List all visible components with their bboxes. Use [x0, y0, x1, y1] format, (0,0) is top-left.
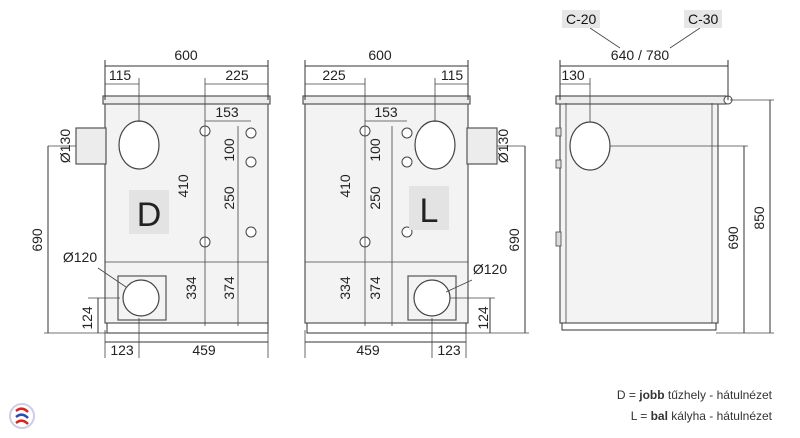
right-rear-view: L 600 225 115 153 100 410 250 334 374 69…	[302, 47, 529, 358]
left-flue-opening	[118, 120, 160, 170]
right-123-label: 123	[437, 342, 461, 358]
left-inlet-opening	[122, 279, 160, 317]
left-225-label: 225	[225, 67, 249, 83]
right-width-label: 600	[368, 47, 392, 63]
left-top-plate	[102, 95, 271, 105]
side-view: 640 / 780 130 690 850	[555, 27, 774, 334]
model-c20-label: C-20	[562, 10, 601, 28]
model-c30-label: C-30	[684, 10, 723, 28]
right-side-flue	[466, 127, 498, 165]
left-124-label: 124	[79, 306, 95, 330]
left-pipe-4	[245, 226, 257, 238]
left-123-label: 123	[110, 342, 134, 358]
right-124-label: 124	[475, 306, 491, 330]
left-130-label: Ø130	[57, 129, 73, 163]
legend-1-rest: tűzhely - hátulnézet	[664, 388, 772, 402]
right-115-label: 115	[441, 67, 464, 83]
left-letter-box	[129, 190, 169, 234]
side-130-label: 130	[561, 67, 585, 83]
right-690-label: 690	[506, 228, 522, 252]
right-459-label: 459	[356, 342, 380, 358]
side-top-plate	[555, 95, 727, 105]
right-374-label: 374	[367, 276, 383, 300]
left-250-label: 250	[221, 186, 237, 210]
right-flue-opening	[414, 120, 456, 170]
left-view-letter: D	[137, 196, 162, 234]
brand-logo-icon	[9, 403, 35, 429]
left-374-label: 374	[221, 276, 237, 300]
left-base	[106, 323, 269, 334]
side-base	[561, 323, 717, 331]
left-115-label: 115	[109, 67, 132, 83]
left-pipe-2	[245, 127, 257, 139]
right-top-plate	[302, 95, 471, 105]
right-letter-box	[409, 186, 449, 230]
left-153-label: 153	[215, 104, 239, 120]
legend-2-bold: bal	[650, 409, 668, 423]
legend-1-bold: jobb	[639, 388, 665, 402]
side-flue-opening	[569, 121, 611, 171]
right-view-letter: L	[420, 192, 439, 230]
left-100-label: 100	[221, 138, 237, 162]
legend-2-prefix: L =	[630, 409, 651, 423]
legend-line-1: D = jobb tűzhely - hátulnézet	[617, 388, 772, 402]
left-690-label: 690	[29, 228, 45, 252]
right-250-label: 250	[367, 186, 383, 210]
right-120-label: Ø120	[473, 261, 507, 277]
left-410-label: 410	[175, 174, 191, 198]
left-334-label: 334	[183, 276, 199, 300]
right-334-label: 334	[337, 276, 353, 300]
legend-line-2: L = bal kályha - hátulnézet	[631, 409, 772, 423]
side-690-label: 690	[725, 226, 741, 250]
right-pipe-2	[401, 127, 413, 139]
left-pipe-3	[245, 156, 257, 168]
right-base	[306, 323, 467, 334]
right-pipe-3	[401, 156, 413, 168]
right-153-label: 153	[374, 104, 398, 120]
right-410-label: 410	[337, 174, 353, 198]
side-depth-label: 640 / 780	[611, 47, 670, 63]
side-850-label: 850	[751, 206, 767, 230]
right-100-label: 100	[367, 138, 383, 162]
left-side-flue	[75, 127, 107, 165]
right-inlet-opening	[413, 279, 451, 317]
left-459-label: 459	[192, 342, 216, 358]
left-120-label: Ø120	[63, 249, 97, 265]
right-130-label: Ø130	[495, 129, 511, 163]
legend-1-prefix: D =	[616, 388, 640, 402]
right-225-label: 225	[322, 67, 346, 83]
left-width-label: 600	[174, 47, 198, 63]
left-rear-view: D 600 115 225 153 100 410 250 334 374 69…	[29, 47, 271, 358]
legend-2-rest: kályha - hátulnézet	[667, 409, 772, 423]
